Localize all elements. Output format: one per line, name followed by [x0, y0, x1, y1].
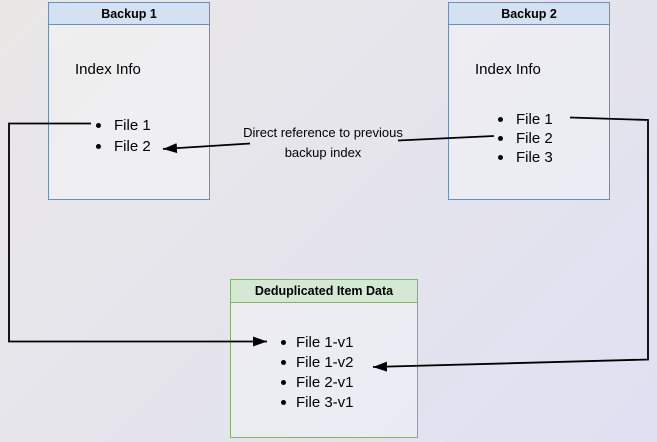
dedup-box: Deduplicated Item Data File 1-v1 File 1-…	[230, 279, 418, 438]
file-label: File 3-v1	[296, 393, 354, 411]
bullet-icon	[281, 339, 286, 345]
file-label: File 1-v2	[296, 353, 354, 371]
bullet-icon	[281, 379, 286, 385]
list-item: File 2	[96, 136, 151, 157]
backup1-file-list: File 1 File 2	[96, 115, 151, 157]
list-item: File 3	[498, 148, 553, 167]
direct-reference-annotation: Direct reference to previous backup inde…	[243, 125, 403, 160]
file-label: File 2-v1	[296, 373, 354, 391]
backup2-header: Backup 2	[449, 3, 609, 25]
list-item: File 1	[96, 115, 151, 136]
dedup-file-list: File 1-v1 File 1-v2 File 2-v1 File 3-v1	[281, 332, 354, 412]
backup1-subtitle: Index Info	[75, 61, 141, 78]
file-label: File 3	[516, 149, 553, 166]
file-label: File 2	[516, 130, 553, 147]
list-item: File 1-v2	[281, 352, 354, 372]
bullet-icon	[498, 136, 503, 141]
bullet-icon	[498, 117, 503, 122]
list-item: File 1-v1	[281, 332, 354, 352]
file-label: File 1	[516, 111, 553, 128]
backup2-box: Backup 2 Index Info File 1 File 2 File 3	[448, 2, 610, 200]
backup2-file-list: File 1 File 2 File 3	[498, 110, 553, 167]
bullet-icon	[281, 399, 286, 405]
list-item: File 2-v1	[281, 372, 354, 392]
backup2-subtitle: Index Info	[475, 61, 541, 78]
bullet-icon	[498, 155, 503, 160]
backup1-box: Backup 1 Index Info File 1 File 2	[48, 2, 210, 200]
bullet-icon	[96, 123, 101, 128]
dedup-header: Deduplicated Item Data	[231, 280, 417, 303]
backup1-header: Backup 1	[49, 3, 209, 25]
file-label: File 1-v1	[296, 333, 354, 351]
list-item: File 2	[498, 129, 553, 148]
file-label: File 1	[114, 117, 151, 134]
file-label: File 2	[114, 138, 151, 155]
bullet-icon	[96, 144, 101, 149]
list-item: File 3-v1	[281, 392, 354, 412]
bullet-icon	[281, 359, 286, 365]
list-item: File 1	[498, 110, 553, 129]
